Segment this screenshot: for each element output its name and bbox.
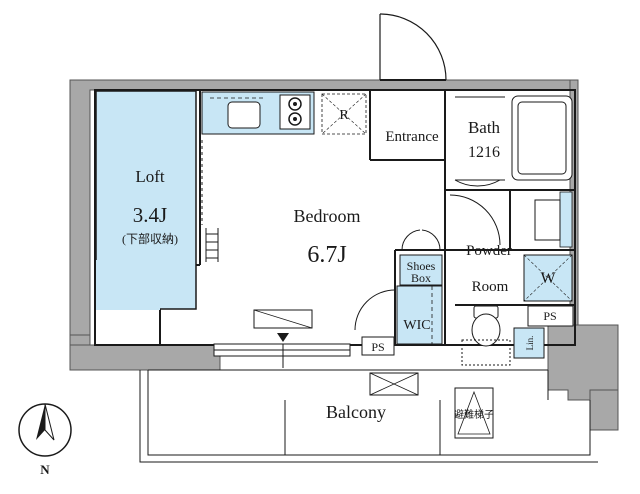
vanity <box>559 191 573 248</box>
balcony-window <box>213 343 351 368</box>
loft-lower-area <box>96 260 160 310</box>
evacuation-ladder <box>454 387 494 439</box>
loft-ladder <box>205 228 219 262</box>
loft-size: 3.4J <box>133 203 167 227</box>
compass-icon <box>18 403 72 457</box>
sink <box>227 101 261 129</box>
linen-cabinet <box>513 327 545 359</box>
evacuation-label: 避難梯子 <box>454 408 494 421</box>
ps-balcony-label: PS <box>371 340 384 354</box>
refrigerator-icon <box>321 93 367 135</box>
shoes-box <box>399 229 443 286</box>
bath-fixture <box>454 95 573 187</box>
balcony-outline <box>139 369 598 463</box>
wic-label: WIC <box>403 318 430 333</box>
room-label: Room <box>472 279 509 295</box>
ps-right <box>527 305 574 327</box>
washer-icon <box>523 254 573 302</box>
entrance-label: Entrance <box>385 129 439 145</box>
ps-right-label: PS <box>543 309 556 323</box>
wic <box>354 285 443 345</box>
kitchen-counter <box>201 91 315 135</box>
powder-door <box>449 194 501 246</box>
basin <box>534 199 561 241</box>
washer-label: W <box>540 270 556 287</box>
loft-note: (下部収納) <box>122 231 178 246</box>
entrance-door <box>379 13 447 81</box>
bath-label: Bath <box>468 118 501 137</box>
balcony-unit-icon <box>369 372 419 396</box>
bath-size: 1216 <box>468 144 500 161</box>
compass-label: N <box>40 462 50 477</box>
aircon-icon <box>253 309 313 342</box>
shoes-label-2: Box <box>411 271 431 285</box>
powder-label: Powder <box>466 243 512 259</box>
balcony-label: Balcony <box>326 402 386 422</box>
bedroom-label: Bedroom <box>294 206 361 226</box>
linen-label: Lin. <box>525 336 535 351</box>
refrigerator-label: R <box>339 108 349 123</box>
toilet-icon <box>461 305 511 366</box>
shoes-label-1: Shoes <box>407 259 436 273</box>
stove-icon <box>279 94 311 130</box>
loft-label: Loft <box>135 167 165 186</box>
ps-balcony <box>361 336 395 356</box>
bedroom-size: 6.7J <box>307 242 346 268</box>
